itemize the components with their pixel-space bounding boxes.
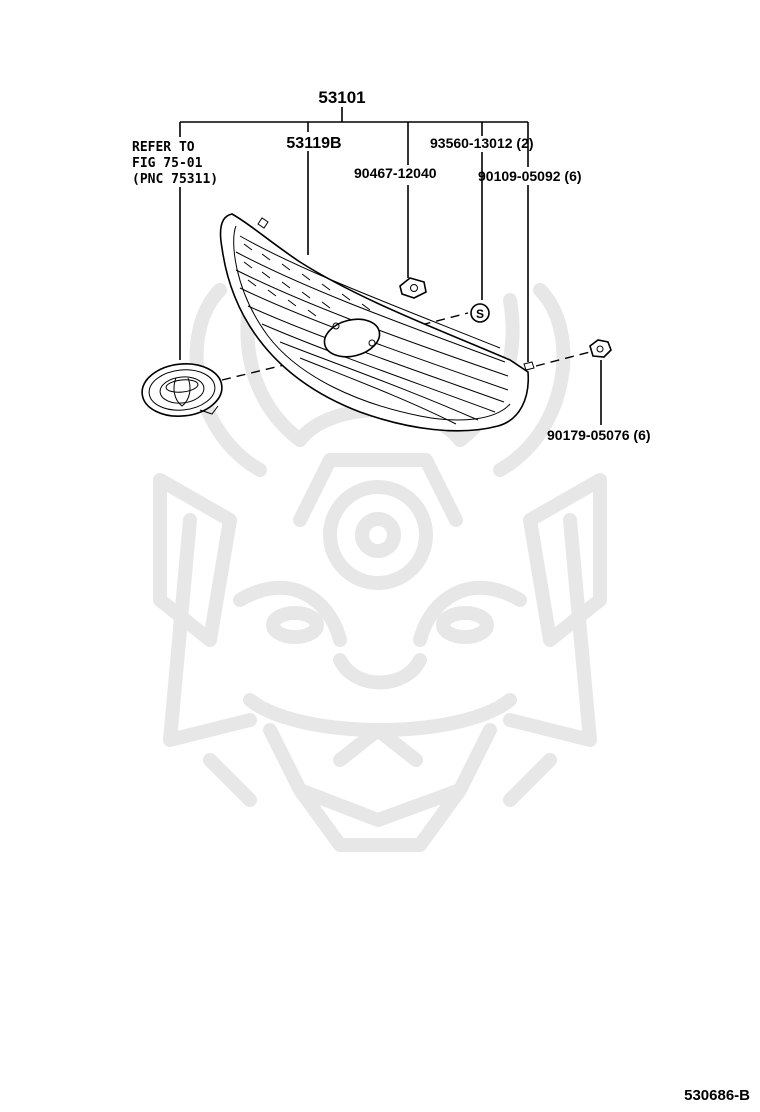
assembly-number-label: 53101 bbox=[318, 88, 365, 107]
emblem-part bbox=[141, 363, 223, 417]
samurai-watermark-logo bbox=[153, 283, 607, 852]
service-symbol-s bbox=[470, 303, 490, 323]
clip-part-label: 90467-12040 bbox=[354, 165, 437, 181]
screw-part-label: 93560-13012 (2) bbox=[430, 135, 534, 151]
grille-part-label: 53119B bbox=[286, 135, 341, 152]
refer-line1-label: REFER TO bbox=[132, 140, 195, 155]
refer-line2-label: FIG 75-01 bbox=[132, 156, 203, 171]
clip-part bbox=[399, 277, 427, 299]
leader-lines bbox=[179, 151, 602, 425]
assembly-bracket bbox=[179, 107, 529, 167]
refer-line3-label: (PNC 75311) bbox=[132, 172, 218, 187]
nut-part-label: 90179-05076 (6) bbox=[547, 427, 651, 443]
bolt-part-label: 90109-05092 (6) bbox=[478, 168, 582, 184]
symbol-s-label: S bbox=[476, 307, 484, 321]
nut-part bbox=[589, 339, 612, 358]
radiator-grille-part bbox=[219, 213, 535, 432]
diagram-code-label: 530686-B bbox=[684, 1087, 750, 1104]
